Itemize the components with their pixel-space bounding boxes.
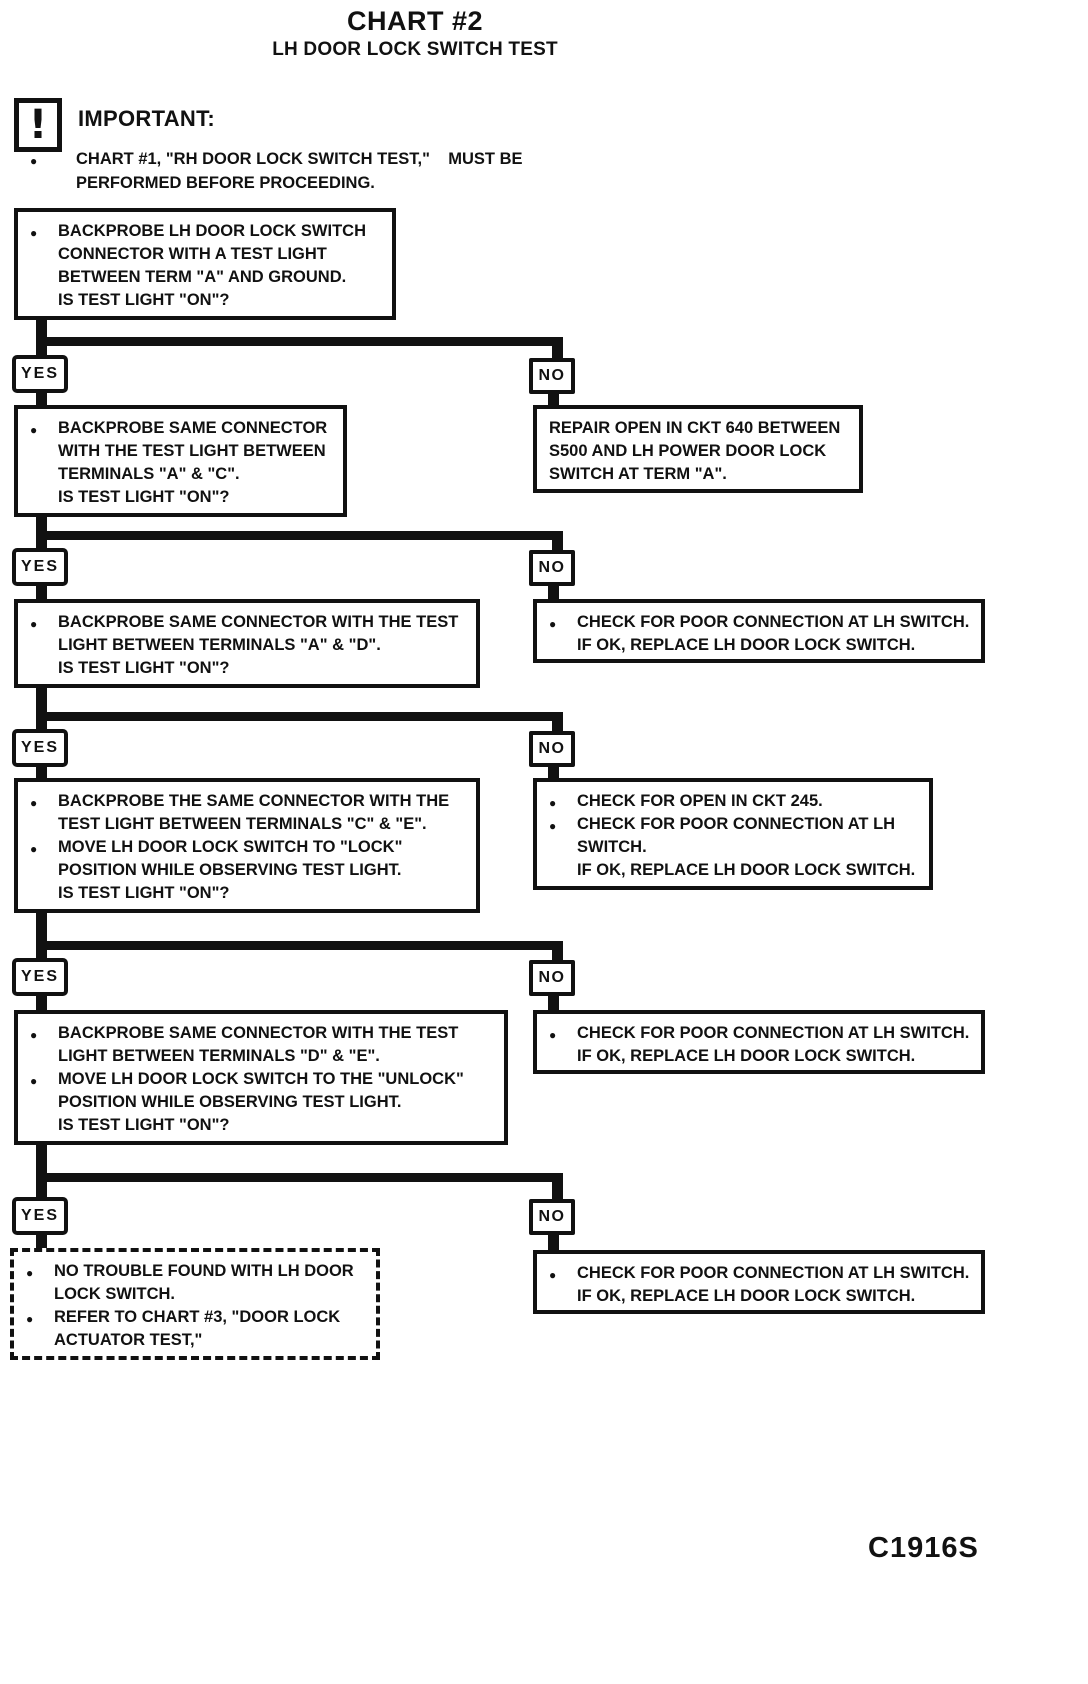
connector-line: [36, 1173, 563, 1182]
question-line: POSITION WHILE OBSERVING TEST LIGHT.: [58, 861, 402, 879]
no-result-box-4: CHECK FOR POOR CONNECTION AT LH SWITCH. …: [533, 1010, 985, 1074]
connector-line: [36, 586, 47, 599]
question-line: IS TEST LIGHT "ON"?: [58, 884, 230, 902]
important-exclamation-icon: !: [14, 98, 62, 152]
result-line: S500 AND LH POWER DOOR LOCK: [549, 442, 827, 460]
question-box-1: BACKPROBE LH DOOR LOCK SWITCH CONNECTOR …: [14, 208, 396, 320]
conclusion-line: ACTUATOR TEST,": [54, 1331, 203, 1349]
question-line: IS TEST LIGHT "ON"?: [58, 488, 230, 506]
exclamation-glyph: !: [28, 102, 48, 148]
important-note-line: PERFORMED BEFORE PROCEEDING.: [76, 174, 375, 192]
connector-line: [36, 1235, 47, 1248]
chart-number-title: CHART #2: [346, 6, 484, 36]
connector-line: [36, 393, 47, 405]
chart-subtitle: LH DOOR LOCK SWITCH TEST: [272, 39, 558, 60]
conclusion-line: LOCK SWITCH.: [54, 1285, 175, 1303]
conclusion-line: NO TROUBLE FOUND WITH LH DOOR: [18, 1260, 372, 1285]
connector-line: [548, 996, 559, 1010]
result-line: REPAIR OPEN IN CKT 640 BETWEEN: [549, 419, 841, 437]
connector-line: [36, 531, 563, 540]
result-line: SWITCH AT TERM "A".: [549, 465, 727, 483]
yes-tag-2: YES: [12, 548, 68, 586]
yes-tag-3: YES: [12, 729, 68, 767]
connector-line: [36, 1145, 47, 1197]
question-box-2: BACKPROBE SAME CONNECTOR WITH THE TEST L…: [14, 405, 347, 517]
yes-tag-1: YES: [12, 355, 68, 393]
question-line: TERMINALS "A" & "C".: [58, 465, 240, 483]
question-line: IS TEST LIGHT "ON"?: [58, 1116, 230, 1134]
connector-line: [36, 688, 47, 729]
no-tag-3: NO: [529, 731, 575, 767]
result-line: IF OK, REPLACE LH DOOR LOCK SWITCH.: [577, 861, 916, 879]
connector-line: [552, 712, 563, 731]
result-line: CHECK FOR POOR CONNECTION AT LH SWITCH.: [541, 611, 977, 636]
connector-line: [36, 767, 47, 778]
yes-tag-5: YES: [12, 1197, 68, 1235]
connector-line: [36, 712, 563, 721]
no-result-box-5: CHECK FOR POOR CONNECTION AT LH SWITCH. …: [533, 1250, 985, 1314]
no-tag-5: NO: [529, 1199, 575, 1235]
conclusion-box: NO TROUBLE FOUND WITH LH DOOR LOCK SWITC…: [10, 1248, 380, 1360]
no-result-box-2: CHECK FOR POOR CONNECTION AT LH SWITCH. …: [533, 599, 985, 663]
connector-line: [552, 941, 563, 960]
result-line: CHECK FOR POOR CONNECTION AT LH SWITCH.: [541, 1022, 977, 1047]
question-line: IS TEST LIGHT "ON"?: [58, 291, 230, 309]
question-line: BACKPROBE SAME CONNECTOR: [22, 417, 339, 442]
no-tag-4: NO: [529, 960, 575, 996]
result-line: CHECK FOR POOR CONNECTION AT LH SWITCH.: [541, 1262, 977, 1287]
connector-line: [548, 586, 559, 599]
no-result-box-1: REPAIR OPEN IN CKT 640 BETWEEN S500 AND …: [533, 405, 863, 493]
important-note: CHART #1, "RH DOOR LOCK SWITCH TEST," MU…: [14, 147, 634, 195]
result-line: IF OK, REPLACE LH DOOR LOCK SWITCH.: [577, 1047, 916, 1065]
question-line: WITH THE TEST LIGHT BETWEEN: [58, 442, 326, 460]
connector-line: [548, 767, 559, 778]
question-line: BACKPROBE SAME CONNECTOR WITH THE TEST: [22, 611, 472, 636]
result-line: IF OK, REPLACE LH DOOR LOCK SWITCH.: [577, 1287, 916, 1305]
result-line: CHECK FOR POOR CONNECTION AT LH: [541, 813, 925, 838]
important-label: IMPORTANT:: [78, 106, 216, 131]
connector-line: [36, 913, 47, 958]
question-box-5: BACKPROBE SAME CONNECTOR WITH THE TEST L…: [14, 1010, 508, 1145]
connector-line: [552, 337, 563, 358]
question-line: BETWEEN TERM "A" AND GROUND.: [58, 268, 347, 286]
question-line: BACKPROBE SAME CONNECTOR WITH THE TEST: [22, 1022, 500, 1047]
question-line: LIGHT BETWEEN TERMINALS "D" & "E".: [58, 1047, 380, 1065]
page-title: CHART #2 LH DOOR LOCK SWITCH TEST: [15, 6, 815, 61]
result-line: IF OK, REPLACE LH DOOR LOCK SWITCH.: [577, 636, 916, 654]
question-line: LIGHT BETWEEN TERMINALS "A" & "D".: [58, 636, 381, 654]
question-line: BACKPROBE LH DOOR LOCK SWITCH: [22, 220, 388, 245]
connector-line: [548, 394, 559, 405]
conclusion-line: REFER TO CHART #3, "DOOR LOCK: [18, 1306, 372, 1331]
figure-code: C1916S: [868, 1532, 979, 1564]
important-note-line: CHART #1, "RH DOOR LOCK SWITCH TEST," MU…: [14, 147, 634, 173]
question-line: POSITION WHILE OBSERVING TEST LIGHT.: [58, 1093, 402, 1111]
no-tag-1: NO: [529, 358, 575, 394]
yes-tag-4: YES: [12, 958, 68, 996]
no-result-box-3: CHECK FOR OPEN IN CKT 245. CHECK FOR POO…: [533, 778, 933, 890]
connector-line: [36, 996, 47, 1010]
connector-line: [552, 1173, 563, 1199]
connector-line: [552, 531, 563, 550]
question-line: BACKPROBE THE SAME CONNECTOR WITH THE: [22, 790, 472, 815]
question-line: IS TEST LIGHT "ON"?: [58, 659, 230, 677]
connector-line: [36, 941, 563, 950]
connector-line: [548, 1235, 559, 1250]
question-box-4: BACKPROBE THE SAME CONNECTOR WITH THE TE…: [14, 778, 480, 913]
question-line: MOVE LH DOOR LOCK SWITCH TO "LOCK": [22, 836, 472, 861]
result-line: SWITCH.: [577, 838, 647, 856]
question-line: TEST LIGHT BETWEEN TERMINALS "C" & "E".: [58, 815, 427, 833]
question-line: MOVE LH DOOR LOCK SWITCH TO THE "UNLOCK": [22, 1068, 500, 1093]
no-tag-2: NO: [529, 550, 575, 586]
result-line: CHECK FOR OPEN IN CKT 245.: [541, 790, 925, 815]
question-line: CONNECTOR WITH A TEST LIGHT: [58, 245, 327, 263]
connector-line: [36, 337, 563, 346]
question-box-3: BACKPROBE SAME CONNECTOR WITH THE TEST L…: [14, 599, 480, 688]
